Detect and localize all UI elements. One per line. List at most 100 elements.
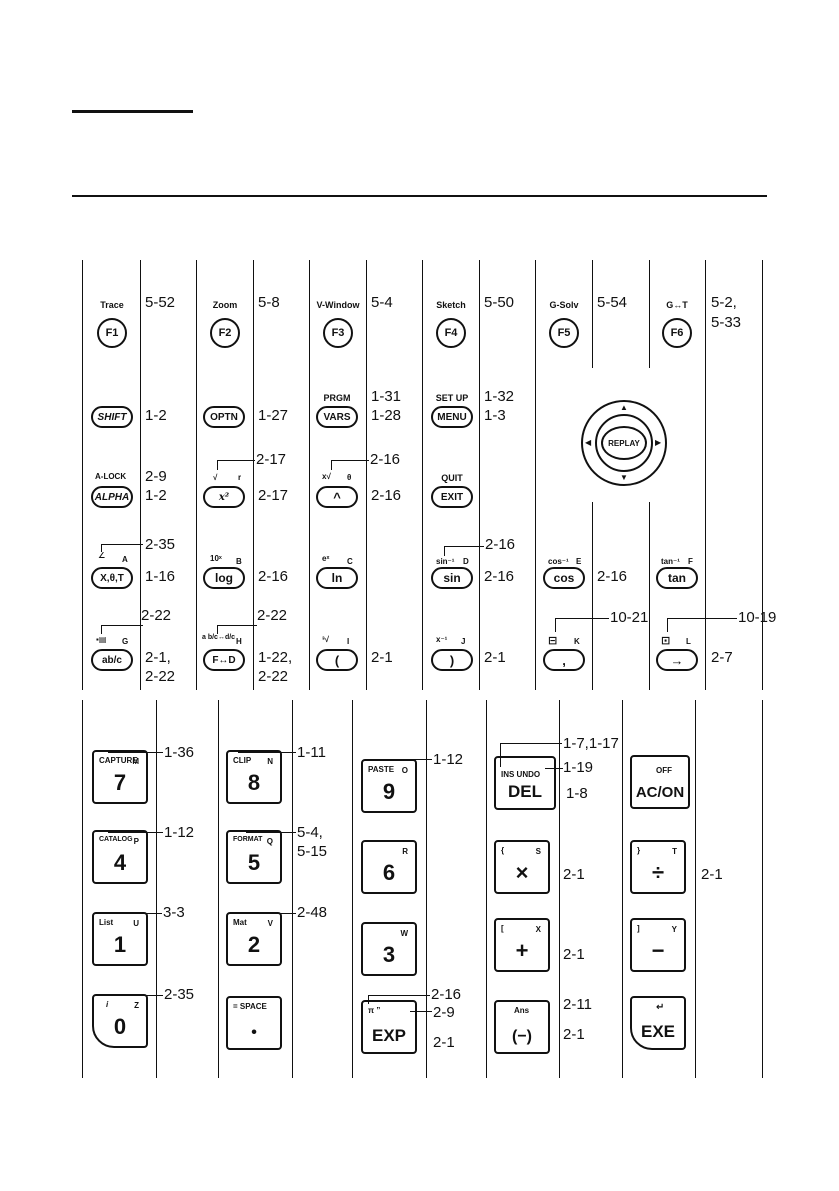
ac-on-key[interactable]: OFF AC/ON [630, 755, 690, 809]
f3-key[interactable]: F3 [323, 318, 353, 348]
key-4[interactable]: CATALOG P 4 [92, 830, 148, 884]
multiply-key[interactable]: { S × [494, 840, 550, 894]
key-6[interactable]: R 6 [361, 840, 417, 894]
angle-label: ∠ [98, 551, 106, 560]
brace-open-label: { [501, 846, 505, 855]
alpha-letter: r [238, 473, 242, 482]
divide-key-label: ÷ [651, 860, 665, 885]
f2-key[interactable]: F2 [210, 318, 240, 348]
off-label: OFF [656, 766, 672, 775]
page-ref: 10-19 [738, 609, 777, 626]
format-label: FORMAT [233, 836, 263, 843]
key-7-label: 7 [113, 770, 127, 795]
key-2[interactable]: Mat V 2 [226, 912, 282, 966]
page-ref: 2-16 [597, 568, 628, 585]
alpha-letter: C [347, 557, 353, 566]
key-7[interactable]: CAPTURE M 7 [92, 750, 148, 804]
page-ref: 2-9 [433, 1004, 455, 1021]
bracket-close-label: ] [637, 924, 640, 933]
del-key[interactable]: INS UNDO DEL [494, 756, 556, 810]
alpha-letter: E [576, 557, 582, 566]
cos-key[interactable]: cos [543, 567, 585, 589]
setup-label: SET UP [435, 393, 469, 403]
alpha-key[interactable]: ALPHA [91, 486, 133, 508]
mat-label: Mat [233, 918, 247, 927]
optn-key[interactable]: OPTN [203, 406, 245, 428]
page-ref: 5-4, [297, 824, 323, 841]
page-ref: 1-2 [145, 407, 167, 424]
exp-key-label: EXP [371, 1026, 407, 1045]
page-ref: 1-36 [164, 744, 195, 761]
page-ref: 2-22 [258, 668, 289, 685]
replay-key[interactable]: REPLAY [601, 426, 647, 460]
leader-line [101, 544, 143, 545]
exp-key[interactable]: π ” EXP [361, 1000, 417, 1054]
assign-arrow-key[interactable]: → [656, 649, 698, 671]
divider [622, 700, 624, 1078]
exe-key[interactable]: ↵ EXE [630, 996, 686, 1050]
alpha-letter: X [535, 925, 541, 934]
right-arrow-icon[interactable]: ▶ [655, 438, 662, 447]
key-2-label: 2 [247, 932, 261, 957]
negative-key[interactable]: Ans (−) [494, 1000, 550, 1054]
e-power-label: eˣ [322, 554, 330, 563]
alpha-letter: W [400, 929, 408, 938]
exit-key[interactable]: EXIT [431, 486, 473, 508]
decimal-key-label: • [251, 1024, 257, 1041]
key-1-label: 1 [113, 932, 127, 957]
fraction-key[interactable]: ab/c [91, 649, 133, 671]
alpha-letter: O [401, 766, 408, 775]
sin-key[interactable]: sin [431, 567, 473, 589]
divider [82, 260, 84, 690]
x-theta-t-key[interactable]: X,θ,T [91, 567, 133, 589]
shift-key[interactable]: SHIFT [91, 406, 133, 428]
bracket-open-label: [ [501, 924, 504, 933]
page-ref: 2-11 [563, 996, 592, 1013]
key-5[interactable]: FORMAT Q 5 [226, 830, 282, 884]
ln-key[interactable]: ln [316, 567, 358, 589]
add-key[interactable]: [ X + [494, 918, 550, 972]
decimal-key[interactable]: = SPACE • [226, 996, 282, 1050]
power-key[interactable]: ^ [316, 486, 358, 508]
up-arrow-icon[interactable]: ▲ [620, 403, 628, 412]
down-arrow-icon[interactable]: ▼ [620, 473, 628, 482]
key-9[interactable]: PASTE O 9 [361, 759, 417, 813]
page-ref: 1-12 [164, 824, 195, 841]
prgm-label: PRGM [323, 393, 351, 403]
f-d-key[interactable]: F↔D [203, 649, 245, 671]
alpha-letter: U [133, 919, 139, 928]
divider [366, 260, 368, 690]
page-ref: 5-4 [371, 294, 393, 311]
page-ref: 2-1 [701, 866, 723, 883]
subtract-key[interactable]: ] Y − [630, 918, 686, 972]
dpad-outer-ring[interactable] [581, 400, 667, 486]
f6-key[interactable]: F6 [662, 318, 692, 348]
key-3[interactable]: W 3 [361, 922, 417, 976]
leader-line [101, 625, 143, 626]
key-1[interactable]: List U 1 [92, 912, 148, 966]
f4-key[interactable]: F4 [436, 318, 466, 348]
ans-label: Ans [514, 1006, 530, 1015]
square-key[interactable]: x² [203, 486, 245, 508]
divider [309, 260, 311, 690]
key-8[interactable]: CLIP N 8 [226, 750, 282, 804]
right-paren-key[interactable]: ) [431, 649, 473, 671]
vars-key[interactable]: VARS [316, 406, 358, 428]
log-key[interactable]: log [203, 567, 245, 589]
divider [762, 700, 764, 1078]
divide-key[interactable]: } T ÷ [630, 840, 686, 894]
left-paren-key[interactable]: ( [316, 649, 358, 671]
divider [535, 260, 537, 690]
left-arrow-icon[interactable]: ◀ [585, 438, 592, 447]
divider [140, 260, 142, 690]
page-ref: 1-28 [371, 407, 402, 424]
reciprocal-label: x⁻¹ [436, 635, 448, 644]
menu-key[interactable]: MENU [431, 406, 473, 428]
lower-key-panel [0, 700, 839, 1078]
f5-key[interactable]: F5 [549, 318, 579, 348]
key-9-label: 9 [382, 779, 396, 804]
key-0[interactable]: i Z 0 [92, 994, 148, 1048]
f1-key[interactable]: F1 [97, 318, 127, 348]
tan-key[interactable]: tan [656, 567, 698, 589]
comma-key[interactable]: , [543, 649, 585, 671]
